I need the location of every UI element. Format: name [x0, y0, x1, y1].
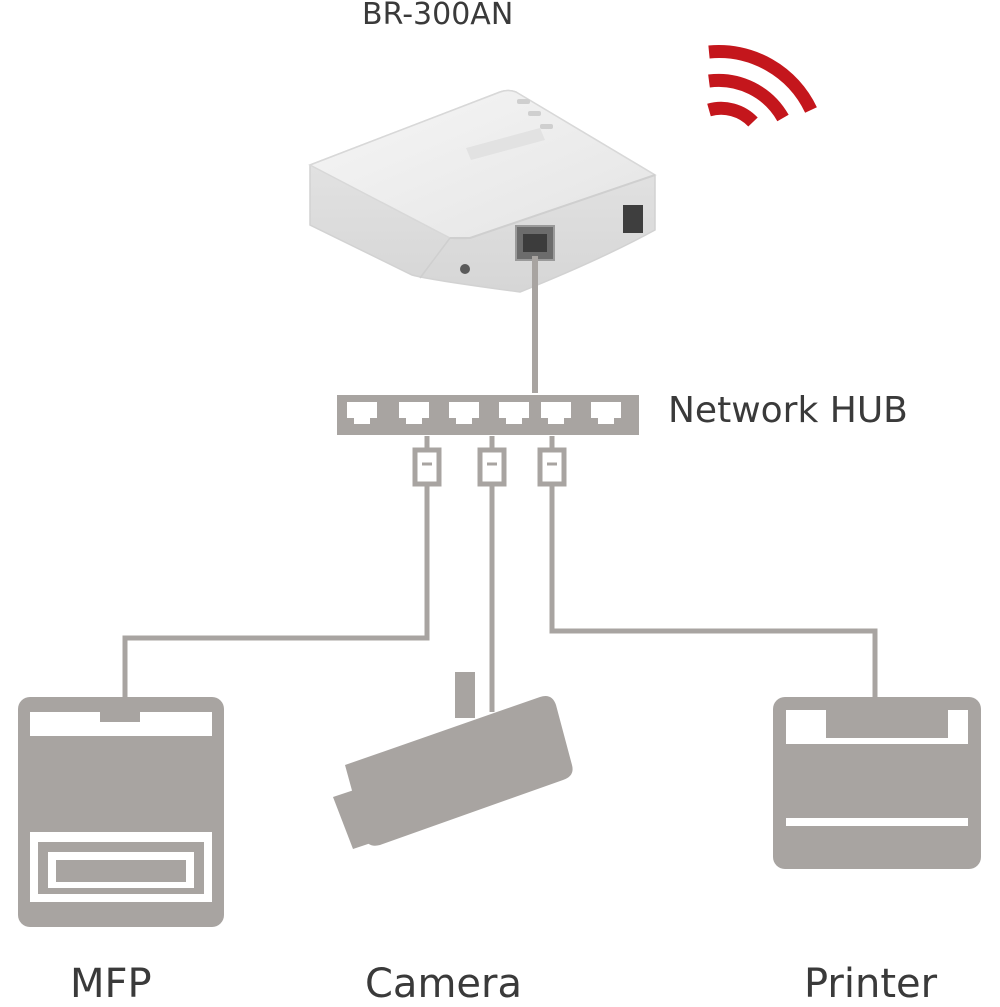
camera-label: Camera — [365, 961, 522, 1007]
printer-label: Printer — [804, 961, 938, 1007]
printer-icon — [773, 697, 981, 869]
router-device-icon — [308, 89, 657, 293]
network-hub-icon — [337, 395, 639, 435]
cable-plugs — [412, 447, 567, 487]
wireless-signal-icon — [707, 45, 817, 127]
device-title: BR-300AN — [362, 0, 514, 32]
camera-icon — [333, 672, 573, 849]
hub-label: Network HUB — [668, 390, 908, 431]
mfp-icon — [18, 697, 224, 927]
cables — [122, 436, 878, 712]
mfp-label: MFP — [70, 961, 152, 1007]
